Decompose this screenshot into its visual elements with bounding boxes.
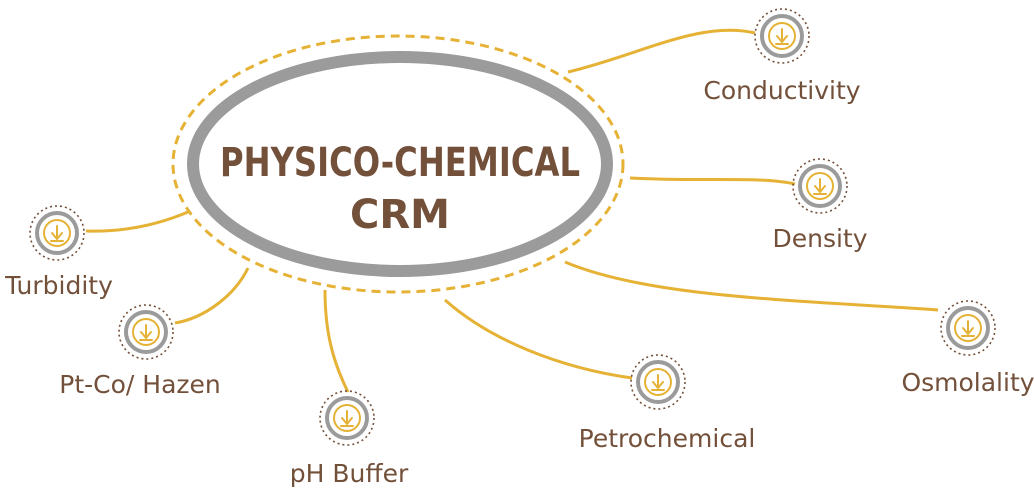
label-conductivity: Conductivity — [703, 76, 860, 105]
node-density[interactable]: Density — [772, 157, 868, 253]
center-node: PHYSICO-CHEMICAL CRM — [171, 34, 625, 294]
label-turbidity: Turbidity — [4, 271, 113, 300]
center-title-line2: CRM — [350, 192, 450, 238]
down-arrow-circle-icon[interactable] — [28, 204, 86, 262]
down-arrow-circle-icon[interactable] — [753, 7, 811, 65]
label-osmolality: Osmolality — [901, 368, 1034, 397]
label-density: Density — [772, 224, 867, 253]
down-arrow-circle-icon[interactable] — [939, 299, 997, 357]
center-title-line1: PHYSICO-CHEMICAL — [220, 140, 580, 186]
node-petrochemical[interactable]: Petrochemical — [579, 353, 756, 453]
node-ph-buffer[interactable]: pH Buffer — [290, 389, 409, 488]
center-ring — [187, 51, 613, 277]
connector-conductivity — [567, 28, 756, 74]
node-pt-co-hazen[interactable]: Pt-Co/ Hazen — [59, 303, 221, 399]
down-arrow-circle-icon[interactable] — [791, 157, 849, 215]
down-arrow-circle-icon[interactable] — [117, 303, 175, 361]
label-petrochemical: Petrochemical — [579, 424, 756, 453]
connector-density — [629, 176, 796, 186]
connector-ph-buffer — [323, 289, 350, 393]
connectors — [85, 28, 939, 393]
node-conductivity[interactable]: Conductivity — [703, 7, 861, 105]
connector-petrochemical — [444, 298, 633, 380]
connector-turbidity — [85, 210, 189, 233]
down-arrow-circle-icon[interactable] — [629, 353, 687, 411]
node-osmolality[interactable]: Osmolality — [901, 299, 1034, 397]
down-arrow-circle-icon[interactable] — [318, 389, 376, 447]
center-dashed-outline — [171, 34, 625, 294]
label-ph-buffer: pH Buffer — [290, 459, 409, 488]
connector-osmolality — [564, 260, 939, 312]
label-pt-co-hazen: Pt-Co/ Hazen — [59, 370, 221, 399]
connector-pt-co-hazen — [174, 267, 250, 325]
node-turbidity[interactable]: Turbidity — [4, 204, 113, 300]
